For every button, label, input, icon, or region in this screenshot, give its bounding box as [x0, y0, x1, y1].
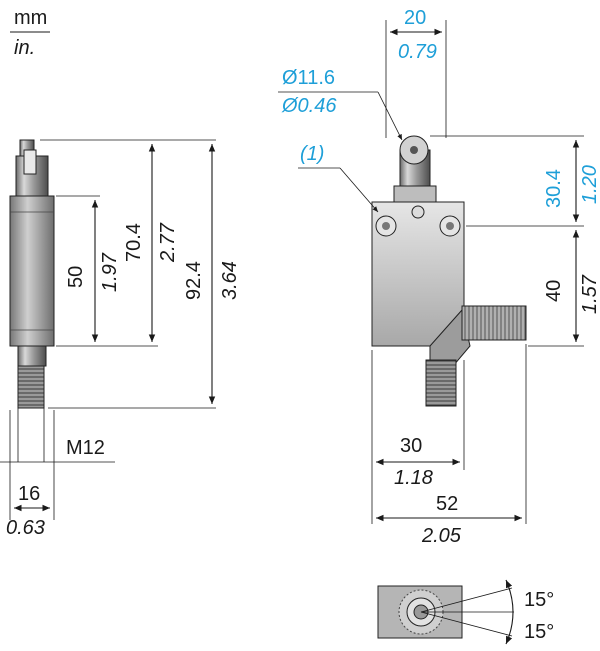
roller-diameter: Ø11.6 [282, 67, 335, 89]
dim-52: 52 [436, 493, 458, 515]
dim-40: 40 [543, 280, 565, 302]
dim-20-in: 0.79 [398, 41, 437, 63]
thread-m12: M12 [66, 437, 105, 459]
note-1: (1) [300, 143, 324, 165]
dim-30-in: 1.18 [394, 467, 433, 489]
dim-50-in: 1.97 [99, 252, 121, 292]
side-view-dimensions [0, 139, 216, 520]
front-view-part [371, 135, 527, 407]
dim-30-4: 30.4 [543, 169, 565, 208]
angle-up: 15° [524, 589, 554, 611]
roller-diameter-in: Ø0.46 [281, 95, 337, 117]
dim-92: 92.4 [183, 261, 205, 300]
dim-70: 70.4 [123, 223, 145, 262]
front-view-dimensions [278, 20, 584, 524]
unit-mm: mm [14, 7, 47, 29]
dim-16-in: 0.63 [6, 517, 45, 539]
dim-40-in: 1.57 [579, 274, 600, 314]
top-view-angle-lines [420, 579, 514, 645]
dim-70-in: 2.77 [157, 222, 179, 263]
angle-down: 15° [524, 621, 554, 643]
dim-92-in: 3.64 [219, 261, 241, 300]
dim-50: 50 [65, 266, 87, 288]
dim-20: 20 [404, 7, 426, 29]
side-view-part [9, 139, 55, 409]
unit-inch: in. [14, 37, 35, 59]
dim-52-in: 2.05 [421, 525, 462, 547]
dim-16: 16 [18, 483, 40, 505]
dim-30: 30 [400, 435, 422, 457]
dim-30-4-in: 1.20 [579, 165, 600, 204]
